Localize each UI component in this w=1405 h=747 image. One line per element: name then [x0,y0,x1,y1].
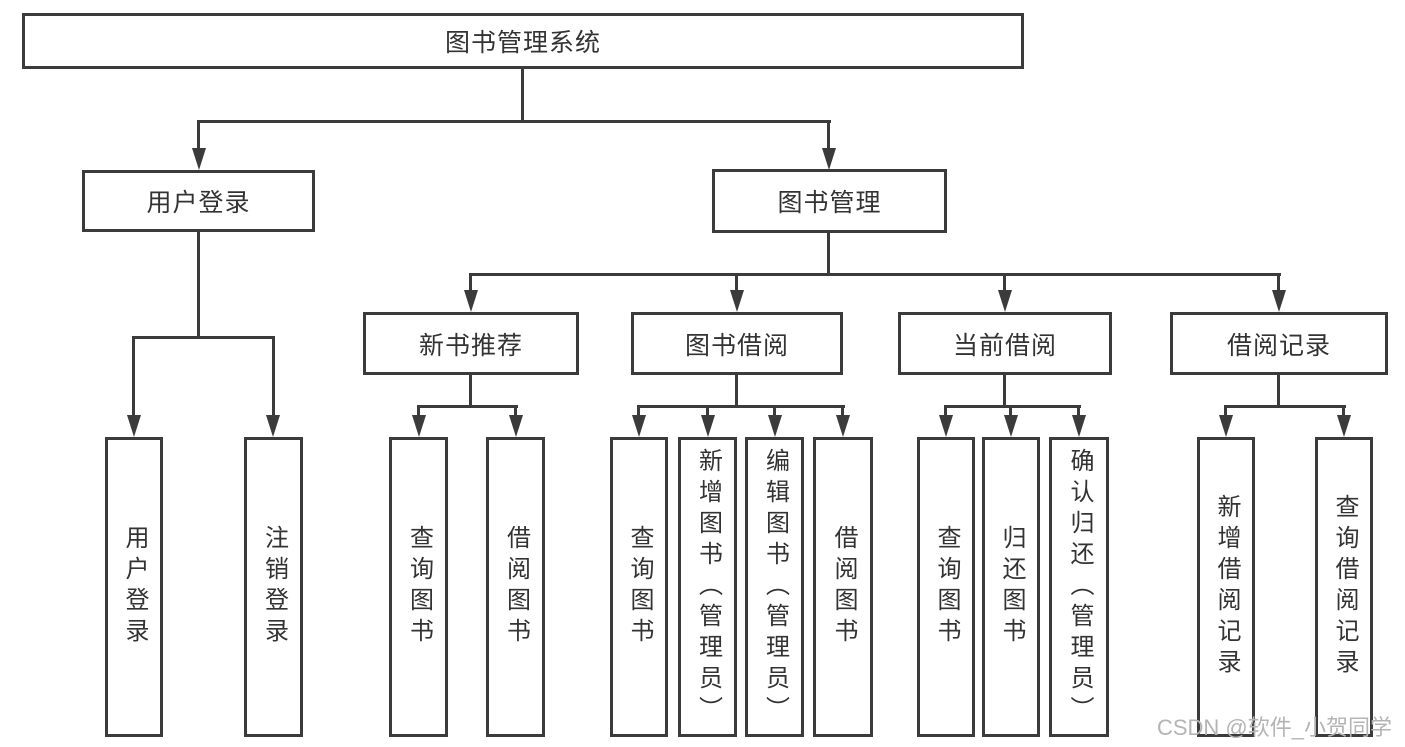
arrowhead-down-icon [192,148,206,170]
leaf-current-confirm-return-admin: 确认归还（管理员） [1049,437,1109,737]
node-label: 图书管理 [777,189,882,217]
arrowhead-down-icon [1272,290,1286,312]
node-book-borrowing: 图书借阅 [631,312,843,375]
connector-line [469,273,472,295]
connector-line [637,405,845,408]
connector-line [272,336,275,420]
leaf-borrowing-query-books: 查询图书 [610,437,668,737]
leaf-label: 归还图书 [998,525,1025,649]
connector-line [827,120,830,154]
arrowhead-down-icon [836,415,850,437]
connector-line [637,405,640,423]
arrowhead-down-icon [1337,415,1351,437]
connector-line [197,232,200,336]
connector-line [417,405,420,423]
leaf-label: 查询图书 [626,525,653,649]
node-user-login-group: 用户登录 [82,170,315,232]
node-library-management-system: 图书管理系统 [22,13,1024,69]
leaf-label: 注销登录 [260,525,288,649]
arrowhead-down-icon [412,415,426,437]
arrowhead-down-icon [1072,415,1086,437]
leaf-borrowing-edit-books-admin: 编辑图书（管理员） [745,437,804,737]
connector-line [1009,405,1012,423]
leaf-label: 借阅图书 [830,525,857,649]
arrowhead-down-icon [266,415,280,437]
leaf-label: 确认归还（管理员） [1066,447,1093,727]
leaf-borrowing-borrow-books: 借阅图书 [813,437,873,737]
connector-line [521,69,524,120]
leaf-label: 编辑图书（管理员） [761,447,789,727]
node-label: 图书管理系统 [444,29,601,57]
leaf-label: 新增图书（管理员） [694,447,722,727]
leaf-label: 新增借阅记录 [1213,494,1240,680]
arrowhead-down-icon [730,290,744,312]
leaf-current-query-books: 查询图书 [917,437,975,737]
arrowhead-down-icon [1004,415,1018,437]
node-new-book-recommend: 新书推荐 [363,312,579,375]
leaf-borrowing-add-books-admin: 新增图书（管理员） [678,437,737,737]
connector-line [1277,375,1280,405]
arrowhead-down-icon [939,415,953,437]
node-label: 借阅记录 [1226,331,1331,360]
node-label: 新书推荐 [418,331,523,360]
connector-line [827,233,830,273]
connector-line [773,405,776,423]
leaf-label: 用户登录 [121,525,148,649]
connector-line [1003,273,1006,295]
connector-line [1224,405,1346,408]
arrowhead-down-icon [701,415,715,437]
node-label: 当前借阅 [952,331,1057,360]
connector-line [417,405,518,408]
connector-line [1277,273,1280,295]
leaf-label: 借阅图书 [502,525,530,649]
leaf-current-return-books: 归还图书 [982,437,1040,737]
leaf-user-login: 用户登录 [105,437,163,737]
connector-line [706,405,709,423]
leaf-label: 查询图书 [405,525,433,649]
connector-line [944,405,1081,408]
connector-line [197,120,200,154]
leaf-recommend-query-books: 查询图书 [389,437,448,737]
connector-line [514,405,517,423]
connector-line [1077,405,1080,423]
leaf-records-add-borrow-record: 新增借阅记录 [1197,437,1255,737]
leaf-logout: 注销登录 [244,437,303,737]
connector-line [132,336,275,339]
node-label: 图书借阅 [684,331,789,360]
connector-line [1342,405,1345,423]
node-book-management-group: 图书管理 [712,169,947,233]
connector-line [132,336,135,420]
connector-line [469,273,1281,276]
leaf-records-query-borrow-record: 查询借阅记录 [1315,437,1373,737]
csdn-watermark: CSDN @软件_小贺同学 [1156,715,1392,740]
arrowhead-down-icon [632,415,646,437]
node-current-borrowing: 当前借阅 [898,312,1112,375]
arrowhead-down-icon [822,148,836,170]
arrowhead-down-icon [768,415,782,437]
connector-line [197,120,831,123]
connector-line [1224,405,1227,423]
connector-line [735,375,738,405]
connector-line [735,273,738,295]
connector-line [1003,375,1006,405]
arrowhead-down-icon [127,415,141,437]
leaf-label: 查询图书 [933,525,960,649]
arrowhead-down-icon [509,415,523,437]
arrowhead-down-icon [1219,415,1233,437]
connector-line [841,405,844,423]
arrowhead-down-icon [998,290,1012,312]
leaf-label: 查询借阅记录 [1331,494,1358,680]
leaf-recommend-borrow-books: 借阅图书 [486,437,545,737]
connector-line [469,375,472,405]
node-label: 用户登录 [146,189,251,217]
arrowhead-down-icon [464,290,478,312]
connector-line [944,405,947,423]
node-borrowing-records: 借阅记录 [1170,312,1388,375]
